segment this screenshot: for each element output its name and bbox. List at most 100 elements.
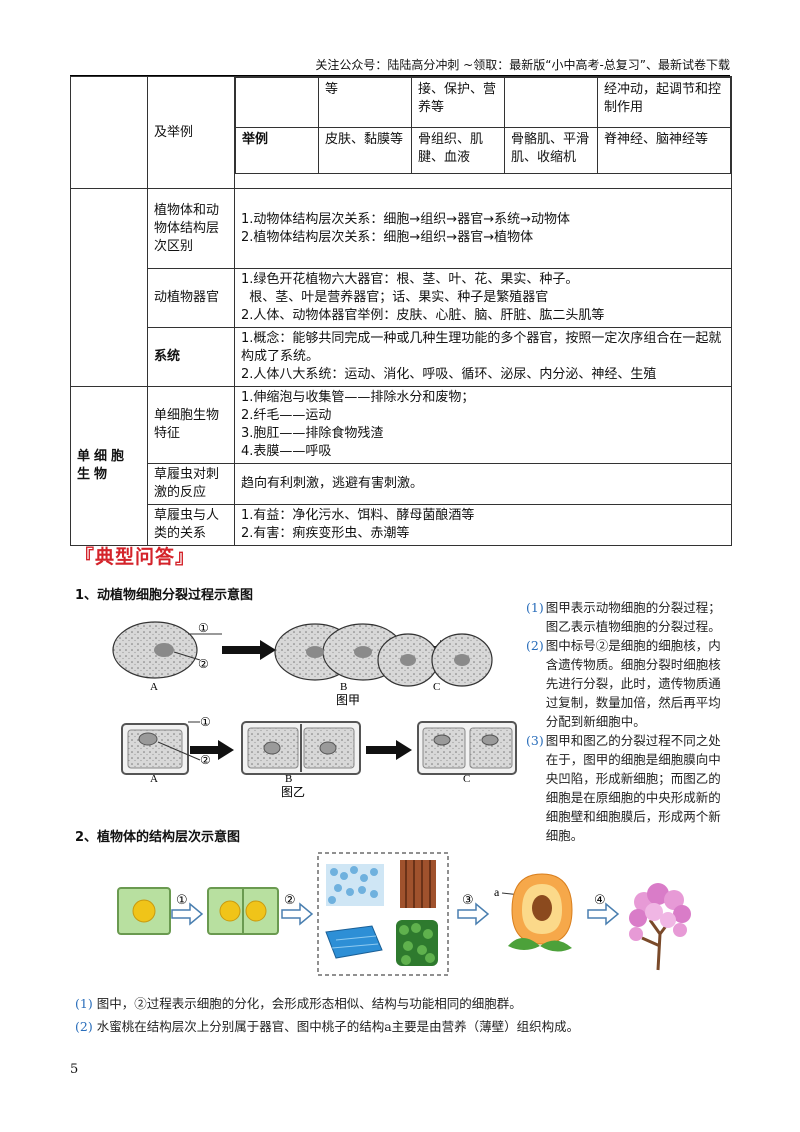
animal-cell-a xyxy=(112,621,198,679)
qa-number: (2) xyxy=(526,638,544,653)
qa-number: (1) xyxy=(526,600,544,615)
label-a: a xyxy=(494,885,500,899)
tissues-box xyxy=(317,852,449,976)
tissue-epidermis xyxy=(325,925,383,959)
row-label: 草履虫与人类的关系 xyxy=(147,504,235,546)
arrow-icon xyxy=(190,740,234,760)
row-label: 草履虫对刺激的反应 xyxy=(147,463,235,505)
nucleus xyxy=(154,643,174,657)
content-line: 根、茎、叶是营养器官；话、果实、种子是繁殖器官 xyxy=(241,290,549,305)
inner-cell xyxy=(235,77,319,128)
plant-cell xyxy=(117,887,171,935)
section-title: 『典型问答』 xyxy=(75,546,196,568)
content-line: 1.概念：能够共同完成一种或几种生理功能的多个器官，按照一定次序组合在一起就构成… xyxy=(241,331,722,364)
arrow-icon xyxy=(587,902,620,926)
content-line: 2.纤毛——运动 xyxy=(241,408,332,423)
tissue-vascular xyxy=(400,860,436,908)
blossom-tree-icon xyxy=(629,883,691,971)
figure-yi-label: 图乙 xyxy=(281,785,305,799)
row-content: 趋向有利刺激，逃避有害刺激。 xyxy=(234,463,732,505)
qa-block-1: (1) 图甲表示动物细胞的分裂过程；图乙表示植物细胞的分裂过程。 (2) 图中标… xyxy=(526,598,731,845)
inner-cell: 骨组织、肌腱、血液 xyxy=(411,127,505,174)
qa-text: 图甲和图乙的分裂过程不同之处在于，图甲的细胞是细胞膜向中央凹陷，形成新细胞；而图… xyxy=(545,733,721,843)
stage-label: B xyxy=(340,681,347,693)
content-line: 1.动物体结构层次关系：细胞→组织→器官→系统→动物体 xyxy=(241,211,570,227)
row-content: 1.有益：净化污水、饵料、酵母菌酿酒等 2.有害：痢疾变形虫、赤潮等 xyxy=(234,504,732,546)
tissue-parenchyma xyxy=(326,864,384,906)
row-label: 单细胞生物特征 xyxy=(147,386,235,464)
group-label-single-cell: 单细胞生物 xyxy=(70,386,148,546)
step-1-label: ① xyxy=(176,893,188,908)
qa-number: (2) xyxy=(75,1019,93,1034)
page-number: 5 xyxy=(70,1062,79,1077)
inner-cell: 接、保护、营养等 xyxy=(411,77,505,128)
content-line: 2.人体八大系统：运动、消化、呼吸、循环、泌尿、内分泌、神经、生殖 xyxy=(241,367,657,382)
qa-item: (1) 图中，②过程表示细胞的分化，会形成形态相似、结构与功能相同的细胞群。 xyxy=(75,994,735,1013)
qa-text: 图甲表示动物细胞的分裂过程；图乙表示植物细胞的分裂过程。 xyxy=(545,600,721,634)
arrow-icon xyxy=(222,640,276,660)
content-line: 1.伸缩泡与收集管——排除水分和废物； xyxy=(241,390,475,405)
stage-label: A xyxy=(150,681,158,693)
content-line: 2.植物体结构层次关系：细胞→组织→器官→植物体 xyxy=(241,229,534,245)
inner-cell: 骨骼肌、平滑肌、收缩机 xyxy=(504,127,598,174)
content-line: 2.有害：痢疾变形虫、赤潮等 xyxy=(241,526,410,541)
knowledge-table: 及举例 等 接、保护、营养等 经冲动，起调节和控制作用 举例 皮肤、黏膜等 骨组… xyxy=(70,76,732,546)
peach-fruit xyxy=(508,873,573,952)
page-header: 关注公众号：陆陆高分冲刺 ~领取：最新版“小中高考-总复习”、最新试卷下载 xyxy=(315,58,730,72)
inner-cell-header: 举例 xyxy=(235,127,319,174)
content-line: 2.人体、动物体器官举例：皮肤、心脏、脑、肝脏、肱二头肌等 xyxy=(241,308,605,323)
content-line: 3.胞肛——排除食物残渣 xyxy=(241,426,384,441)
row-label: 动植物器官 xyxy=(147,268,235,328)
arrow-icon xyxy=(366,740,412,760)
inner-cell xyxy=(504,77,598,128)
inner-cell: 等 xyxy=(318,77,412,128)
marker-1: ① xyxy=(200,715,211,729)
marker-2: ② xyxy=(200,753,211,767)
row-content: 1.伸缩泡与收集管——排除水分和废物； 2.纤毛——运动 3.胞肛——排除食物残… xyxy=(234,386,732,464)
tissue-mesophyll xyxy=(396,920,438,966)
figure2-title: 2、植物体的结构层次示意图 xyxy=(75,830,241,845)
row-content: 1.动物体结构层次关系：细胞→组织→器官→系统→动物体 2.植物体结构层次关系：… xyxy=(234,188,732,269)
qa-text: 图中标号②是细胞的细胞核，内含遗传物质。细胞分裂时细胞核先进行分裂，此时，遗传物… xyxy=(545,638,721,729)
stage-label: C xyxy=(463,773,470,785)
qa-number: (1) xyxy=(75,996,93,1011)
qa-number: (3) xyxy=(526,733,544,748)
qa-item: (2) 图中标号②是细胞的细胞核，内含遗传物质。细胞分裂时细胞核先进行分裂，此时… xyxy=(526,636,731,731)
marker-1: ① xyxy=(198,621,209,635)
arrow-icon xyxy=(281,902,314,926)
group-cell-empty xyxy=(70,188,148,387)
figure1-title: 1、动植物细胞分裂过程示意图 xyxy=(75,588,254,603)
inner-cell: 经冲动，起调节和控制作用 xyxy=(597,77,731,128)
stage-label: A xyxy=(150,773,158,785)
stage-label: C xyxy=(433,681,440,693)
row-content: 1.概念：能够共同完成一种或几种生理功能的多个器官，按照一定次序组合在一起就构成… xyxy=(234,327,732,387)
row-label: 植物体和动物体结构层次区别 xyxy=(147,188,235,269)
arrow-icon xyxy=(457,902,490,926)
group-cell-empty xyxy=(70,76,148,189)
plant-hierarchy-diagram: ① ② ③ a xyxy=(117,852,691,976)
animal-cell-c-diagram: C xyxy=(377,633,493,693)
qa-text: 水蜜桃在结构层次上分别属于器官、图中桃子的结构a主要是由营养（薄壁）组织构成。 xyxy=(96,1019,580,1034)
plant-cell-c xyxy=(417,721,517,775)
inner-cell: 脊神经、脑神经等 xyxy=(597,127,731,174)
cell-division-diagram: ① ② A B 图甲 ① ② A B C 图乙 xyxy=(112,621,517,799)
header-rule xyxy=(70,75,730,76)
row-content: 1.绿色开花植物六大器官：根、茎、叶、花、果实、种子。 根、茎、叶是营养器官；话… xyxy=(234,268,732,328)
step-3-label: ③ xyxy=(462,893,474,908)
plant-cell-a xyxy=(121,723,189,775)
tissue-subtable-cell: 等 接、保护、营养等 经冲动，起调节和控制作用 举例 皮肤、黏膜等 骨组织、肌腱… xyxy=(234,76,732,189)
figure-jia-label: 图甲 xyxy=(336,693,360,707)
qa-item: (2) 水蜜桃在结构层次上分别属于器官、图中桃子的结构a主要是由营养（薄壁）组织… xyxy=(75,1017,735,1036)
marker-2: ② xyxy=(198,657,209,671)
row-label: 系统 xyxy=(147,327,235,387)
pointer-line xyxy=(173,651,201,661)
step-2-label: ② xyxy=(284,893,296,908)
qa-item: (1) 图甲表示动物细胞的分裂过程；图乙表示植物细胞的分裂过程。 xyxy=(526,598,731,636)
row-label-example: 及举例 xyxy=(147,76,235,189)
stage-label: B xyxy=(285,773,292,785)
step-4-label: ④ xyxy=(594,893,606,908)
content-line: 1.绿色开花植物六大器官：根、茎、叶、花、果实、种子。 xyxy=(241,272,579,287)
arrow-icon xyxy=(171,902,204,926)
content-line: 4.表膜——呼吸 xyxy=(241,444,332,459)
qa-block-2: (1) 图中，②过程表示细胞的分化，会形成形态相似、结构与功能相同的细胞群。 (… xyxy=(75,994,735,1036)
